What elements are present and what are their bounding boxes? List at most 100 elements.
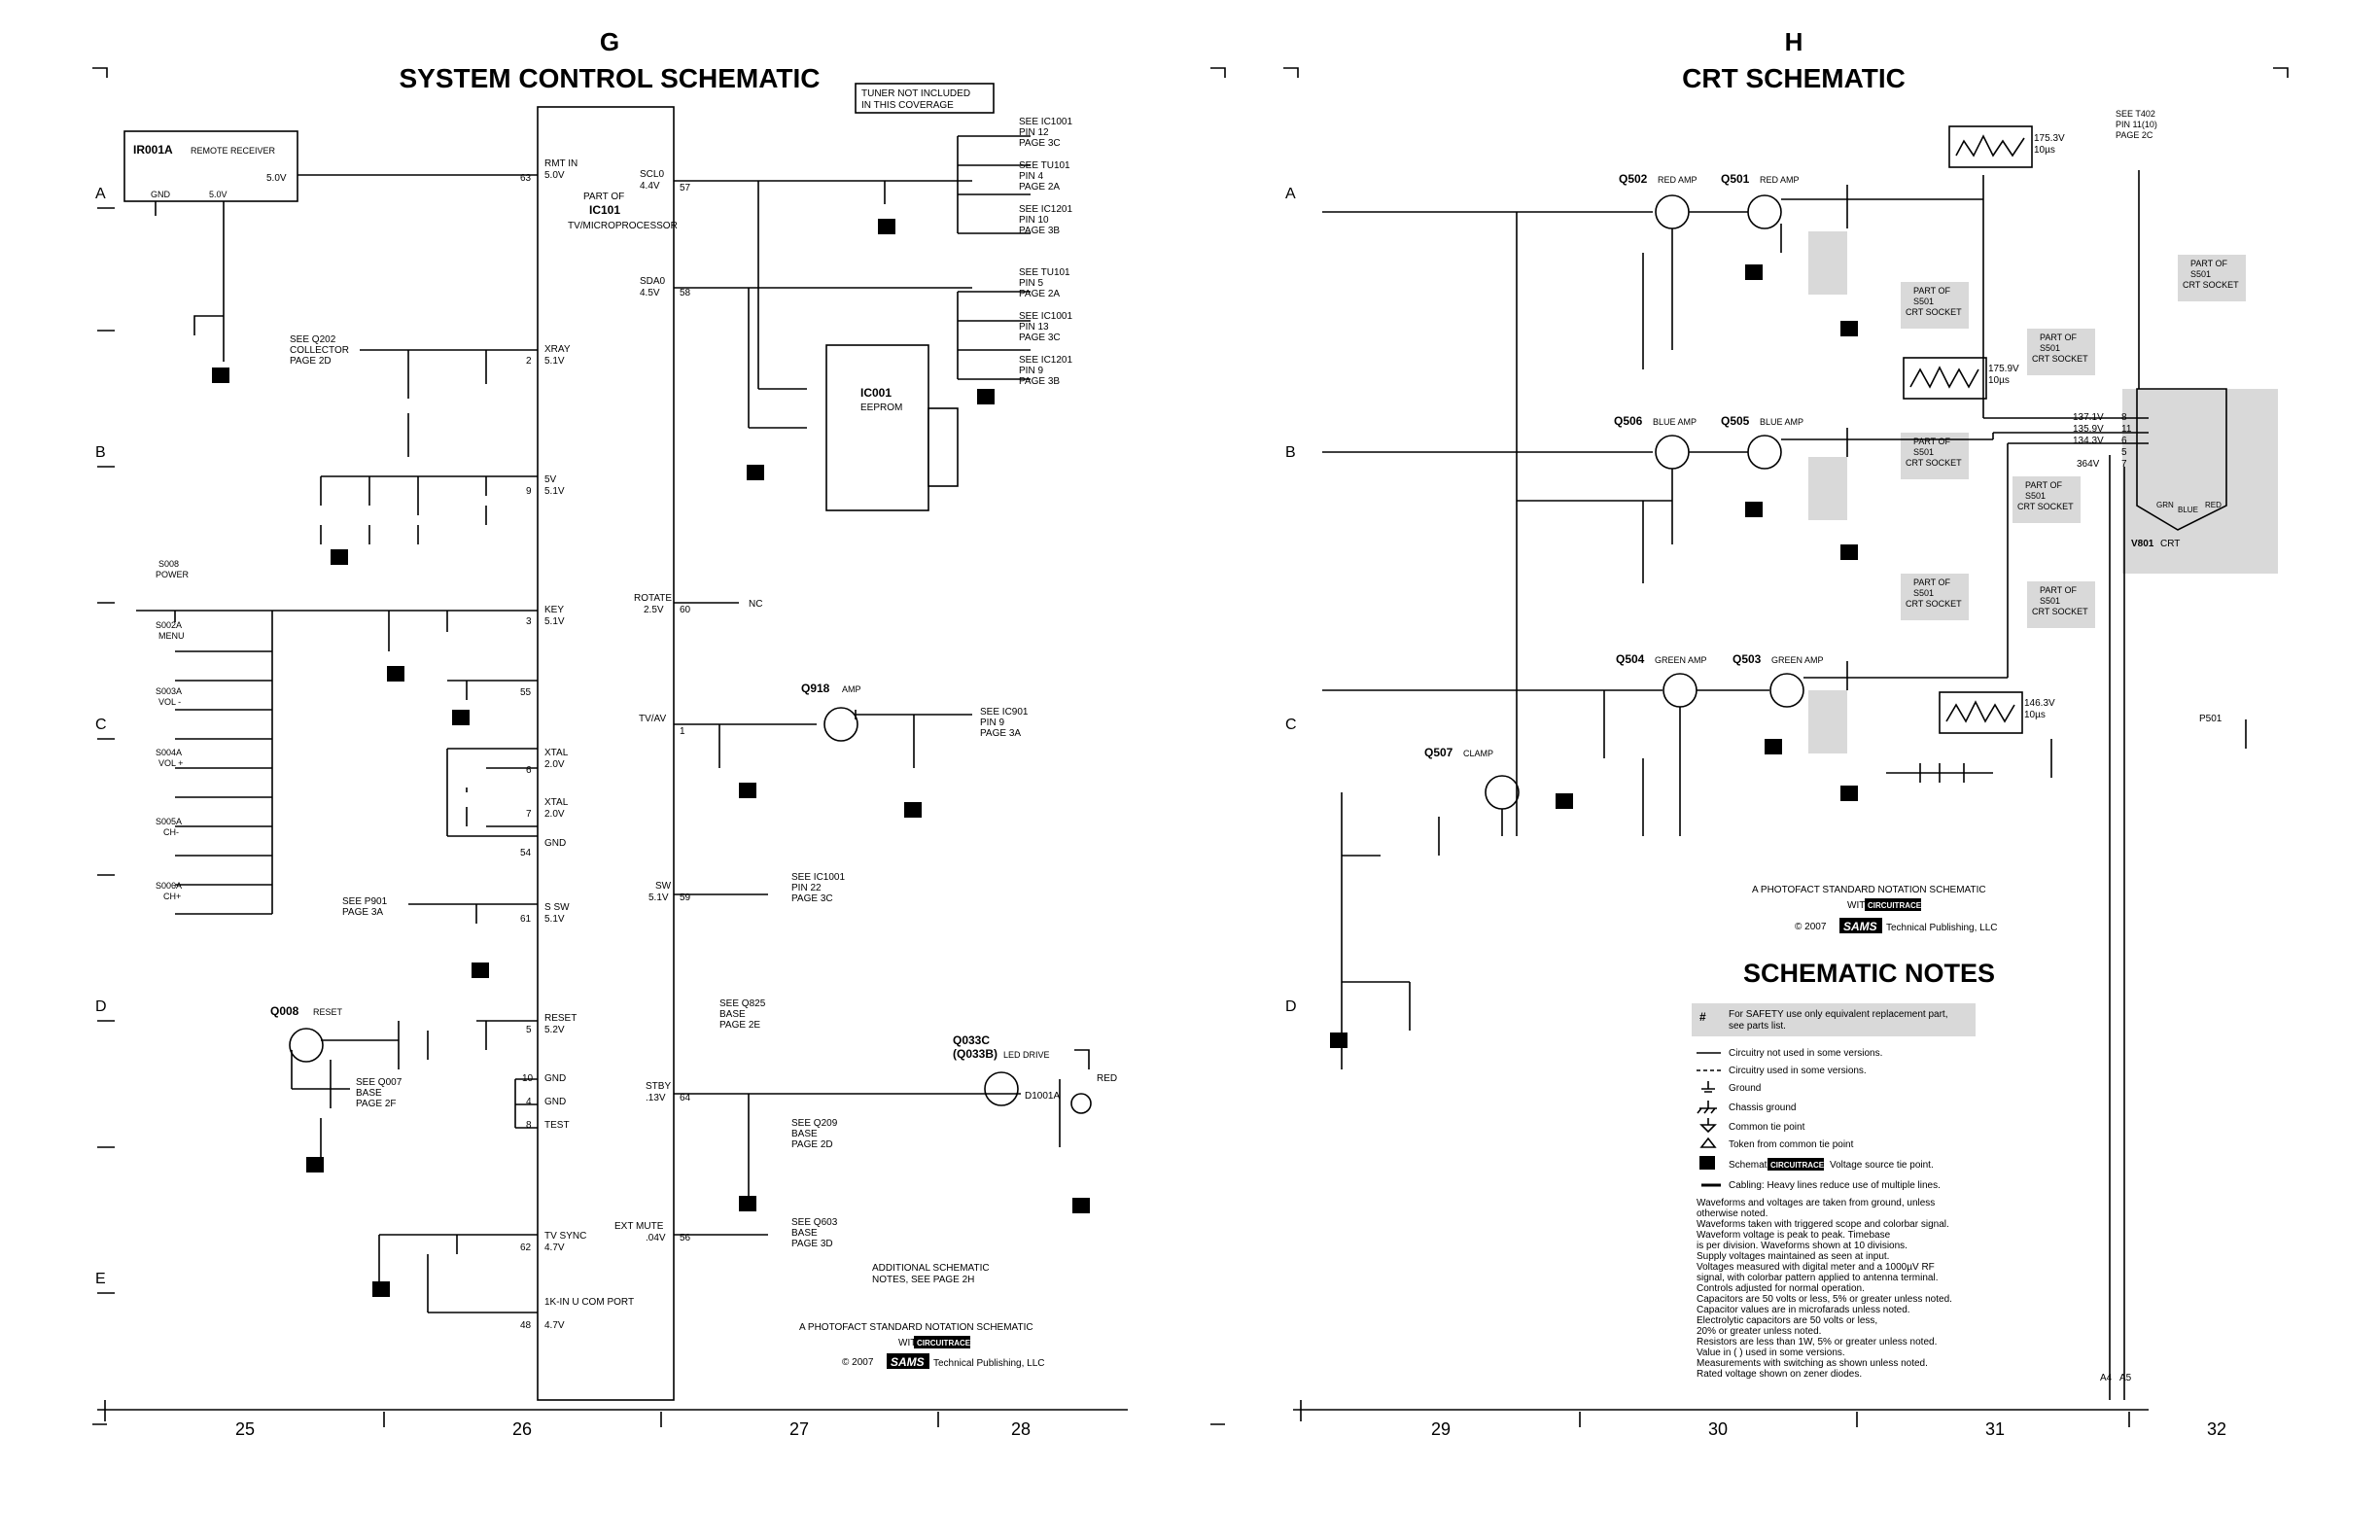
ref-q209-page: PAGE 2D [791, 1139, 833, 1150]
q502-transistor [1655, 194, 1690, 229]
pin-label-tv-sync: TV SYNC [544, 1231, 586, 1242]
note-line-11: Electrolytic capacitors are 50 volts or … [1697, 1315, 1877, 1326]
ref-ic1001-c: SEE IC1001 [791, 872, 845, 883]
row-ticks-left [97, 207, 115, 1294]
ref-q007-page: PAGE 2F [356, 1099, 397, 1109]
pin-label-s-sw: S SW [544, 902, 570, 913]
ref-tu101-a: SEE TU101 [1019, 160, 1070, 171]
pin-label-key: KEY [544, 605, 564, 615]
q918-name: AMP [842, 684, 861, 694]
legend-7: Voltage source tie point. [1830, 1160, 1934, 1171]
crop-marks-right [1283, 67, 2289, 78]
legend-3: Chassis ground [1729, 1102, 1796, 1113]
pin-num-61: 61 [520, 914, 532, 925]
chassis-ground-icon [1697, 1101, 1717, 1114]
cable-a4: A4 [2100, 1373, 2113, 1383]
wires-left-misc [674, 602, 1090, 1236]
grid-num-27: 27 [789, 1419, 809, 1439]
ref-ic1201-a: SEE IC1201 [1019, 204, 1072, 215]
socket-3-line3: CRT SOCKET [1906, 599, 1962, 609]
pin-num-7: 7 [526, 809, 532, 820]
pin-label-test: TEST [544, 1120, 570, 1131]
crt-grn: GRN [2156, 501, 2174, 509]
legend-8: Cabling: Heavy lines reduce use of multi… [1729, 1180, 1941, 1191]
circuitrace-text-right: CIRCUITRACE® [1868, 901, 1927, 910]
wires-l505 [1886, 763, 1993, 783]
ref-q209: SEE Q209 [791, 1118, 838, 1129]
ref-ic1201-b-pin: PIN 9 [1019, 366, 1043, 376]
crt-pin6-v: 134.3V [2073, 436, 2104, 446]
note-line-8: Controls adjusted for normal operation. [1697, 1283, 1865, 1294]
pin-label-ext-mute: EXT MUTE [614, 1221, 664, 1232]
circuitrace-badge-legend [1768, 1158, 1824, 1171]
note-line-1: otherwise noted. [1697, 1208, 1768, 1219]
pin-label-scl0: SCL0 [640, 169, 664, 180]
sams-text-left: SAMS [891, 1355, 925, 1369]
waveform-blue-trace [1909, 366, 1979, 389]
ref-q603-base: BASE [791, 1228, 818, 1239]
legend-0: Circuitry not used in some versions. [1729, 1048, 1882, 1059]
q505-name: BLUE AMP [1760, 417, 1803, 427]
row-letter-d-left: D [95, 998, 107, 1015]
wires-left-i2c [674, 135, 1031, 429]
pin-label-reset: RESET [544, 1013, 577, 1024]
q501-transistor [1747, 194, 1782, 229]
ref-q007: SEE Q007 [356, 1077, 402, 1088]
waveform-green-t: 10µs [2024, 710, 2046, 720]
schematic-tie-badge-icon [1699, 1156, 1715, 1170]
wires-left-key [136, 610, 538, 915]
q008-transistor [289, 1028, 324, 1063]
pin-num-59: 59 [680, 892, 691, 903]
eeprom-pins [928, 407, 959, 487]
legend-5: Token from common tie point [1729, 1139, 1854, 1150]
ref-q202: SEE Q202 [290, 334, 336, 345]
q503-ref: Q503 [1732, 652, 1762, 666]
q918-ref: Q918 [801, 682, 830, 695]
with-right: WITH [1847, 900, 1872, 911]
pin-v-rmt-in: 5.0V [544, 170, 565, 181]
note-line-2: Waveforms taken with triggered scope and… [1697, 1219, 1949, 1230]
waveform-blue-v: 175.9V [1988, 364, 2019, 374]
row-letter-c-left: C [95, 717, 107, 733]
q504-name: GREEN AMP [1655, 655, 1707, 665]
crt-blue: BLUE [2178, 506, 2198, 514]
row-letter-c-right: C [1285, 717, 1297, 733]
grid-num-25: 25 [235, 1419, 255, 1439]
switch-s005a-ref: S005A [156, 817, 182, 826]
socket-highlight-7 [2178, 255, 2246, 301]
row-letter-b-right: B [1285, 444, 1296, 461]
ref-q825-page: PAGE 2E [719, 1020, 760, 1031]
pin-num-62: 62 [520, 1242, 532, 1253]
note-line-13: Resistors are less than 1W, 5% or greate… [1697, 1337, 1937, 1348]
ref-q825-base: BASE [719, 1009, 746, 1020]
row-letter-b-left: B [95, 444, 106, 461]
safety-note-line1: For SAFETY use only equivalent replaceme… [1729, 1009, 1947, 1020]
remote-receiver-v: 5.0V [266, 173, 287, 184]
crop-marks-left [92, 67, 1226, 1425]
ref-ic901: SEE IC901 [980, 707, 1029, 718]
ref-q202-coll: COLLECTOR [290, 345, 349, 356]
see-t402-pin: PIN 11(10) [2116, 120, 2157, 129]
publisher-left: Technical Publishing, LLC [933, 1358, 1045, 1369]
pin-label-gnd4: GND [544, 1097, 566, 1107]
q505-ref: Q505 [1721, 414, 1750, 428]
grid-num-30: 30 [1708, 1419, 1728, 1439]
note-line-3: Waveform voltage is peak to peak. Timeba… [1697, 1230, 1891, 1241]
ground-icon [1701, 1081, 1715, 1093]
ref-ic1201-a-pin: PIN 10 [1019, 215, 1049, 226]
pin-num-48: 48 [520, 1320, 532, 1331]
ref-ic1201-a-page: PAGE 3B [1019, 226, 1060, 236]
photofact-left: A PHOTOFACT STANDARD NOTATION SCHEMATIC [799, 1322, 1033, 1333]
waveform-red-t: 10µs [2034, 145, 2055, 156]
copyright-right: © 2007 [1795, 922, 1827, 932]
socket-7-line2: S501 [2190, 269, 2211, 279]
ref-ic901-page: PAGE 3A [980, 728, 1021, 739]
note-line-15: Measurements with switching as shown unl… [1697, 1358, 1928, 1369]
note-line-5: Supply voltages maintained as seen at in… [1697, 1251, 1889, 1262]
crt-pin7: 7 [2121, 459, 2127, 470]
pin-label-xray: XRAY [544, 344, 571, 355]
remote-receiver-block [123, 130, 298, 202]
switch-s006a-name: CH+ [163, 892, 181, 901]
sheet-letter-g: G [600, 27, 619, 56]
note-line-14: Value in ( ) used in some versions. [1697, 1348, 1845, 1358]
